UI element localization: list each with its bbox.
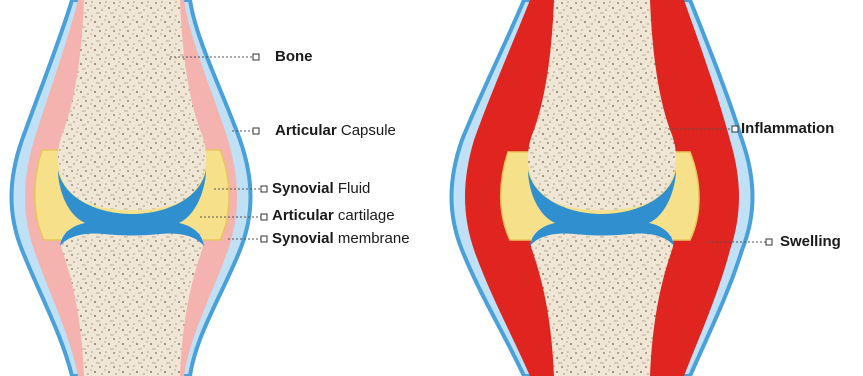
- label-bone: Bone: [275, 48, 313, 66]
- label-synovial-fluid-rest: Fluid: [334, 180, 371, 197]
- label-inflammation-bold: Inflammation: [741, 120, 834, 137]
- label-synovial-membrane-bold: Synovial: [272, 230, 334, 247]
- label-swelling-bold: Swelling: [780, 233, 841, 250]
- label-bone-bold: Bone: [275, 48, 313, 65]
- healthy-leader-markers: [253, 54, 267, 242]
- label-articular-capsule: Articular Capsule: [275, 122, 396, 140]
- label-synovial-fluid: Synovial Fluid: [272, 180, 370, 198]
- label-articular-cartilage-bold: Articular: [272, 207, 334, 224]
- inflamed-joint: [452, 0, 753, 376]
- label-articular-cartilage-rest: cartilage: [334, 207, 395, 224]
- label-articular-cartilage: Articular cartilage: [272, 207, 395, 225]
- label-articular-capsule-rest: Capsule: [337, 122, 396, 139]
- label-inflammation: Inflammation: [741, 120, 834, 138]
- label-articular-capsule-bold: Articular: [275, 122, 337, 139]
- label-synovial-membrane: Synovial membrane: [272, 230, 410, 248]
- label-swelling: Swelling: [780, 233, 841, 251]
- healthy-joint: [12, 0, 251, 376]
- label-synovial-fluid-bold: Synovial: [272, 180, 334, 197]
- label-synovial-membrane-rest: membrane: [334, 230, 410, 247]
